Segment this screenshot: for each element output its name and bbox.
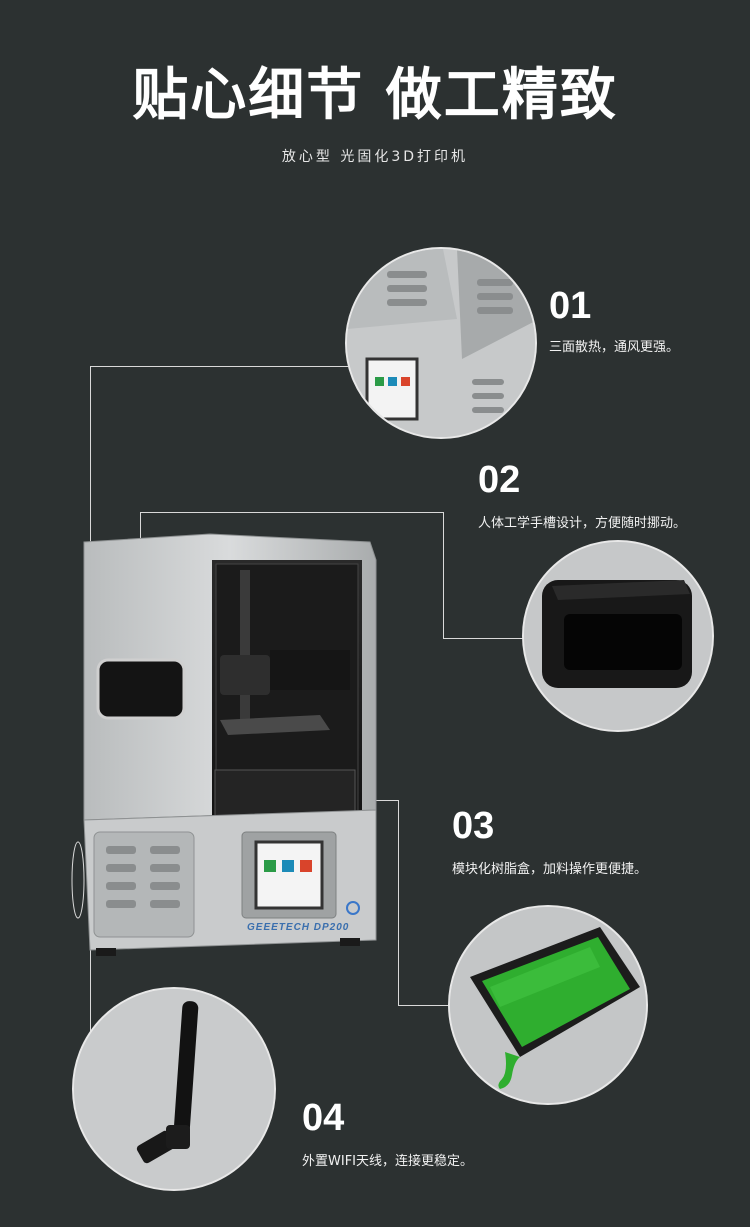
feature-number-01: 01 — [549, 285, 592, 327]
connector-line-02-vertical-right — [443, 512, 444, 638]
detail-circle-antenna — [72, 987, 276, 1191]
connector-line-02 — [140, 512, 444, 513]
feature-text-01: 三面散热，通风更强。 — [549, 340, 680, 355]
feature-number-03: 03 — [452, 805, 495, 847]
printer-brand-label: GEEETECH DP200 — [247, 922, 350, 933]
feature-text-04: 外置WIFI天线，连接更稳定。 — [302, 1154, 473, 1169]
feature-number-02: 02 — [478, 459, 521, 501]
connector-line-03-horizontal — [398, 1005, 450, 1006]
connector-line-02-horizontal — [443, 638, 529, 639]
detail-circle-vents — [345, 247, 537, 439]
feature-text-03: 模块化树脂盒，加料操作更便捷。 — [452, 862, 648, 877]
page-subtitle: 放心型 光固化3D打印机 — [281, 149, 469, 165]
connector-line-03-vertical — [398, 800, 399, 1005]
printer-illustration — [71, 533, 377, 956]
detail-circle-handle — [522, 540, 714, 732]
feature-text-02: 人体工学手槽设计，方便随时挪动。 — [478, 516, 687, 531]
feature-number-04: 04 — [302, 1097, 345, 1139]
page-title: 贴心细节 做工精致 — [132, 63, 618, 128]
connector-line-01 — [90, 366, 348, 367]
detail-circle-resin-vat — [448, 905, 648, 1105]
